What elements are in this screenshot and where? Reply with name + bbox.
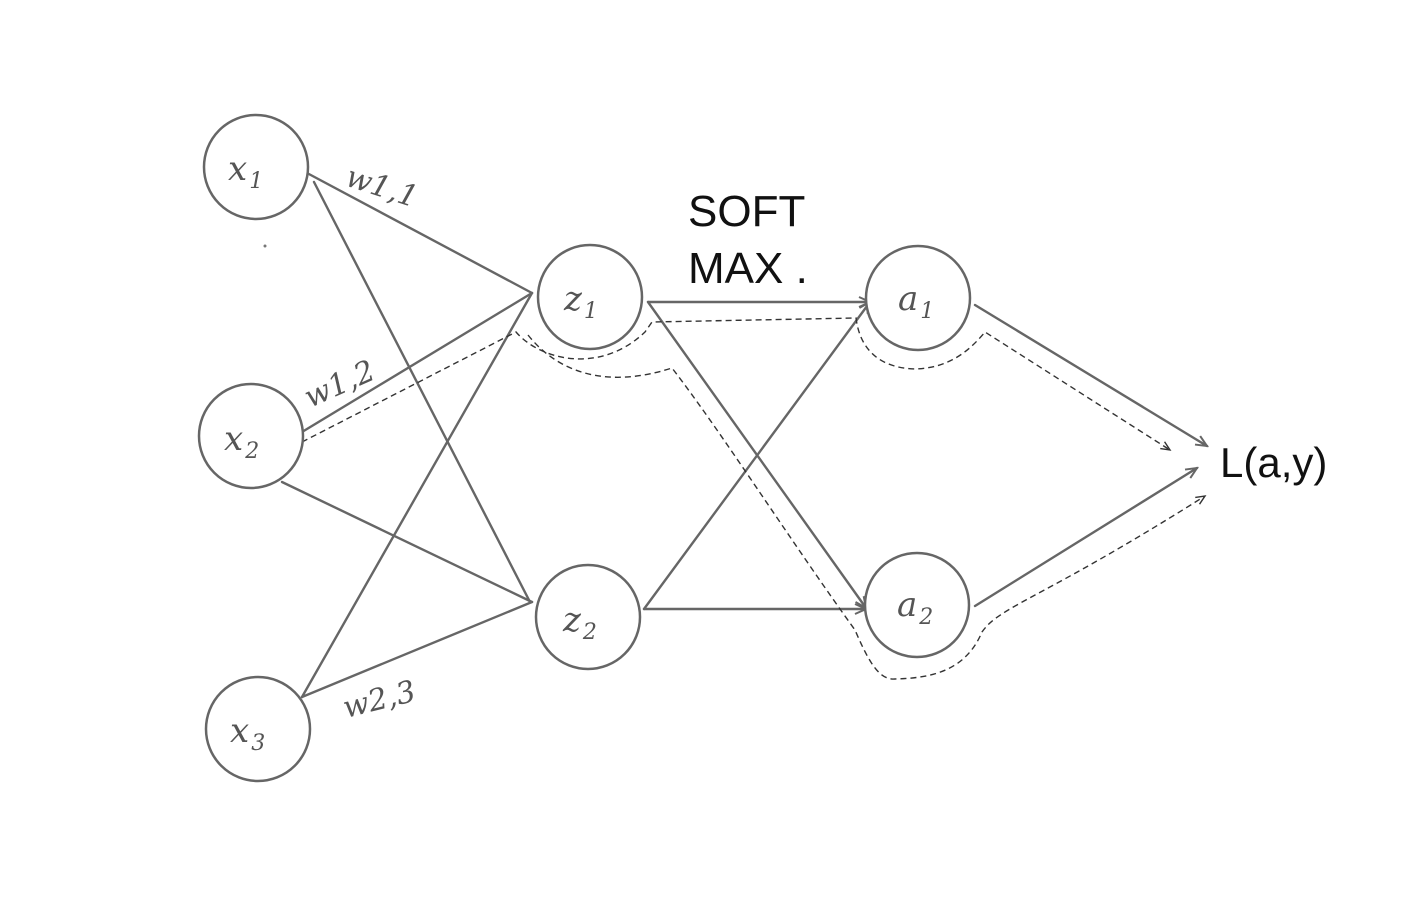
softmax-label-line1: SOFT (688, 187, 805, 236)
backprop-path-via-a2 (527, 334, 1207, 680)
loss-label: L(a,y) (1220, 439, 1327, 486)
hidden-to-output-edges (642, 302, 870, 611)
node-z1-circle (536, 243, 644, 351)
edge-z2-a1 (642, 302, 870, 611)
edge-a1-loss (973, 303, 1207, 446)
edge-x3-z2 (300, 600, 534, 699)
node-x2-circle (197, 382, 305, 490)
node-x3-circle (204, 675, 312, 783)
node-x3: x3 (204, 675, 312, 783)
edge-x3-z1 (300, 291, 534, 699)
node-a1-label: a1 (898, 279, 934, 324)
edge-x1-z1 (305, 171, 534, 295)
node-z2-label: z2 (562, 600, 597, 645)
node-a2-label: a2 (897, 585, 933, 630)
node-x3-label: x3 (230, 711, 265, 756)
node-x2: x2 (197, 382, 305, 490)
node-z2: z2 (534, 563, 642, 671)
node-x1: x1 (202, 113, 310, 221)
node-z2-circle (534, 563, 642, 671)
edge-x2-z1 (300, 291, 534, 434)
weight-label-w12: w1,2 (299, 353, 380, 415)
weight-label-w11: w1,1 (342, 159, 423, 215)
node-z1: z1 (536, 243, 644, 351)
node-a2-circle (863, 551, 971, 659)
edge-a2-loss (973, 468, 1197, 608)
node-a1: a1 (864, 244, 972, 352)
node-z1-label: z1 (563, 279, 598, 324)
output-to-loss-edges (973, 303, 1207, 608)
edge-x1-z2 (312, 180, 532, 604)
backprop-paths (301, 317, 1207, 680)
node-x2-label: x2 (224, 419, 259, 464)
node-x1-circle (202, 113, 310, 221)
node-x1-label: x1 (228, 149, 263, 194)
node-a1-circle (864, 244, 972, 352)
backprop-path-via-a1 (301, 317, 1172, 451)
edge-x2-z2 (280, 480, 534, 604)
node-a2: a2 (863, 551, 971, 659)
stray-dot (263, 244, 267, 248)
softmax-label-line2: MAX . (688, 244, 808, 293)
weight-label-w23: w2,3 (339, 674, 419, 726)
input-to-hidden-edges (280, 171, 534, 699)
